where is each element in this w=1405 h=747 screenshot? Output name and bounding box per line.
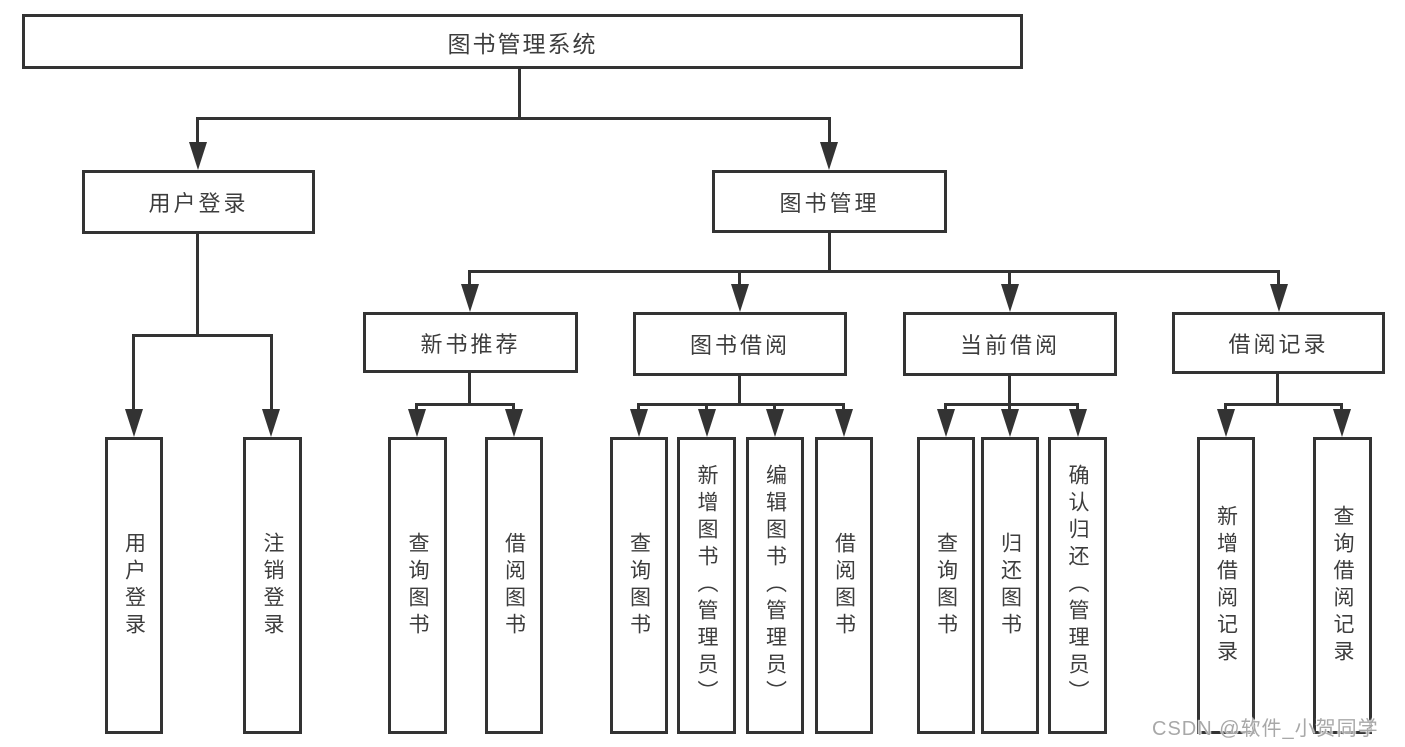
connector-line	[1008, 403, 1011, 413]
leaf-confirm-return-admin: 确认归还（管理员）	[1048, 437, 1107, 734]
node-label: 新增借阅记录	[1214, 504, 1238, 667]
connector-line	[196, 234, 199, 337]
leaf-edit-books-admin: 编辑图书（管理员）	[746, 437, 804, 734]
arrow-down-icon	[125, 409, 143, 437]
leaf-add-books-admin: 新增图书（管理员）	[677, 437, 736, 734]
node-label: 新书推荐	[420, 331, 521, 357]
connector-line	[637, 403, 845, 406]
connector-line	[518, 69, 521, 118]
connector-line	[773, 403, 776, 413]
arrow-down-icon	[835, 409, 853, 437]
connector-line	[468, 373, 471, 406]
node-current-borrow: 当前借阅	[903, 312, 1117, 376]
connector-line	[1076, 403, 1079, 413]
node-label: 借阅记录	[1228, 332, 1329, 357]
connector-line	[415, 403, 515, 406]
arrow-down-icon	[698, 409, 716, 437]
node-label: 图书借阅	[689, 333, 790, 358]
connector-line	[705, 403, 708, 413]
arrow-down-icon	[1069, 409, 1087, 437]
node-label: 图书管理	[779, 190, 880, 216]
node-borrow-records: 借阅记录	[1172, 312, 1385, 374]
connector-line	[196, 117, 831, 120]
node-label: 确认归还（管理员）	[1066, 464, 1090, 707]
node-label: 借阅图书	[502, 531, 526, 640]
node-label: 用户登录	[122, 531, 146, 640]
arrow-down-icon	[505, 409, 523, 437]
connector-line	[132, 334, 273, 337]
arrow-down-icon	[1333, 409, 1351, 437]
leaf-query-books-current: 查询图书	[917, 437, 975, 734]
node-label: 编辑图书（管理员）	[763, 464, 787, 707]
connector-line	[828, 117, 831, 145]
leaf-query-borrow-record: 查询借阅记录	[1313, 437, 1372, 734]
node-label: 用户登录	[148, 191, 249, 216]
connector-line	[1008, 376, 1011, 406]
arrow-down-icon	[820, 142, 838, 170]
leaf-add-borrow-record: 新增借阅记录	[1197, 437, 1255, 734]
connector-line	[944, 403, 947, 413]
connector-line	[1277, 270, 1280, 288]
connector-line	[468, 270, 1280, 273]
leaf-borrow-books-recommend: 借阅图书	[485, 437, 543, 734]
connector-line	[1224, 403, 1343, 406]
connector-line	[196, 117, 199, 145]
node-user-login: 用户登录	[82, 170, 315, 234]
node-label: 注销登录	[261, 531, 285, 640]
arrow-down-icon	[630, 409, 648, 437]
arrow-down-icon	[1270, 284, 1288, 312]
arrow-down-icon	[1001, 409, 1019, 437]
connector-line	[512, 403, 515, 413]
node-label: 归还图书	[998, 531, 1022, 640]
connector-line	[842, 403, 845, 413]
arrow-down-icon	[766, 409, 784, 437]
connector-line	[1008, 270, 1011, 288]
connector-line	[1224, 403, 1227, 413]
node-book-borrow: 图书借阅	[633, 312, 847, 376]
node-label: 查询借阅记录	[1331, 504, 1355, 667]
leaf-query-books-recommend: 查询图书	[388, 437, 447, 734]
arrow-down-icon	[731, 284, 749, 312]
arrow-down-icon	[461, 284, 479, 312]
arrow-down-icon	[408, 409, 426, 437]
connector-line	[1276, 374, 1279, 406]
arrow-down-icon	[937, 409, 955, 437]
leaf-logout: 注销登录	[243, 437, 302, 734]
node-label: 图书管理系统	[447, 30, 598, 57]
leaf-user-login: 用户登录	[105, 437, 163, 734]
connector-line	[944, 403, 1079, 406]
node-label: 查询图书	[406, 531, 430, 640]
connector-line	[738, 270, 741, 288]
watermark: CSDN @软件_小贺同学	[1152, 718, 1379, 740]
leaf-borrow-books: 借阅图书	[815, 437, 873, 734]
arrow-down-icon	[189, 142, 207, 170]
connector-line	[468, 270, 471, 288]
arrow-down-icon	[1217, 409, 1235, 437]
leaf-return-books: 归还图书	[981, 437, 1039, 734]
node-label: 当前借阅	[959, 333, 1060, 358]
connector-line	[1340, 403, 1343, 413]
node-library-system: 图书管理系统	[22, 14, 1023, 69]
connector-line	[828, 233, 831, 272]
node-label: 查询图书	[627, 531, 651, 640]
connector-line	[415, 403, 418, 413]
arrow-down-icon	[1001, 284, 1019, 312]
leaf-query-books-borrow: 查询图书	[610, 437, 668, 734]
connector-line	[738, 376, 741, 406]
connector-line	[637, 403, 640, 413]
node-label: 新增图书（管理员）	[695, 464, 719, 707]
node-label: 借阅图书	[832, 531, 856, 640]
node-book-management: 图书管理	[712, 170, 947, 233]
connector-line	[270, 334, 273, 412]
node-label: 查询图书	[934, 531, 958, 640]
connector-line	[132, 334, 135, 412]
arrow-down-icon	[262, 409, 280, 437]
node-new-book-recommend: 新书推荐	[363, 312, 578, 373]
